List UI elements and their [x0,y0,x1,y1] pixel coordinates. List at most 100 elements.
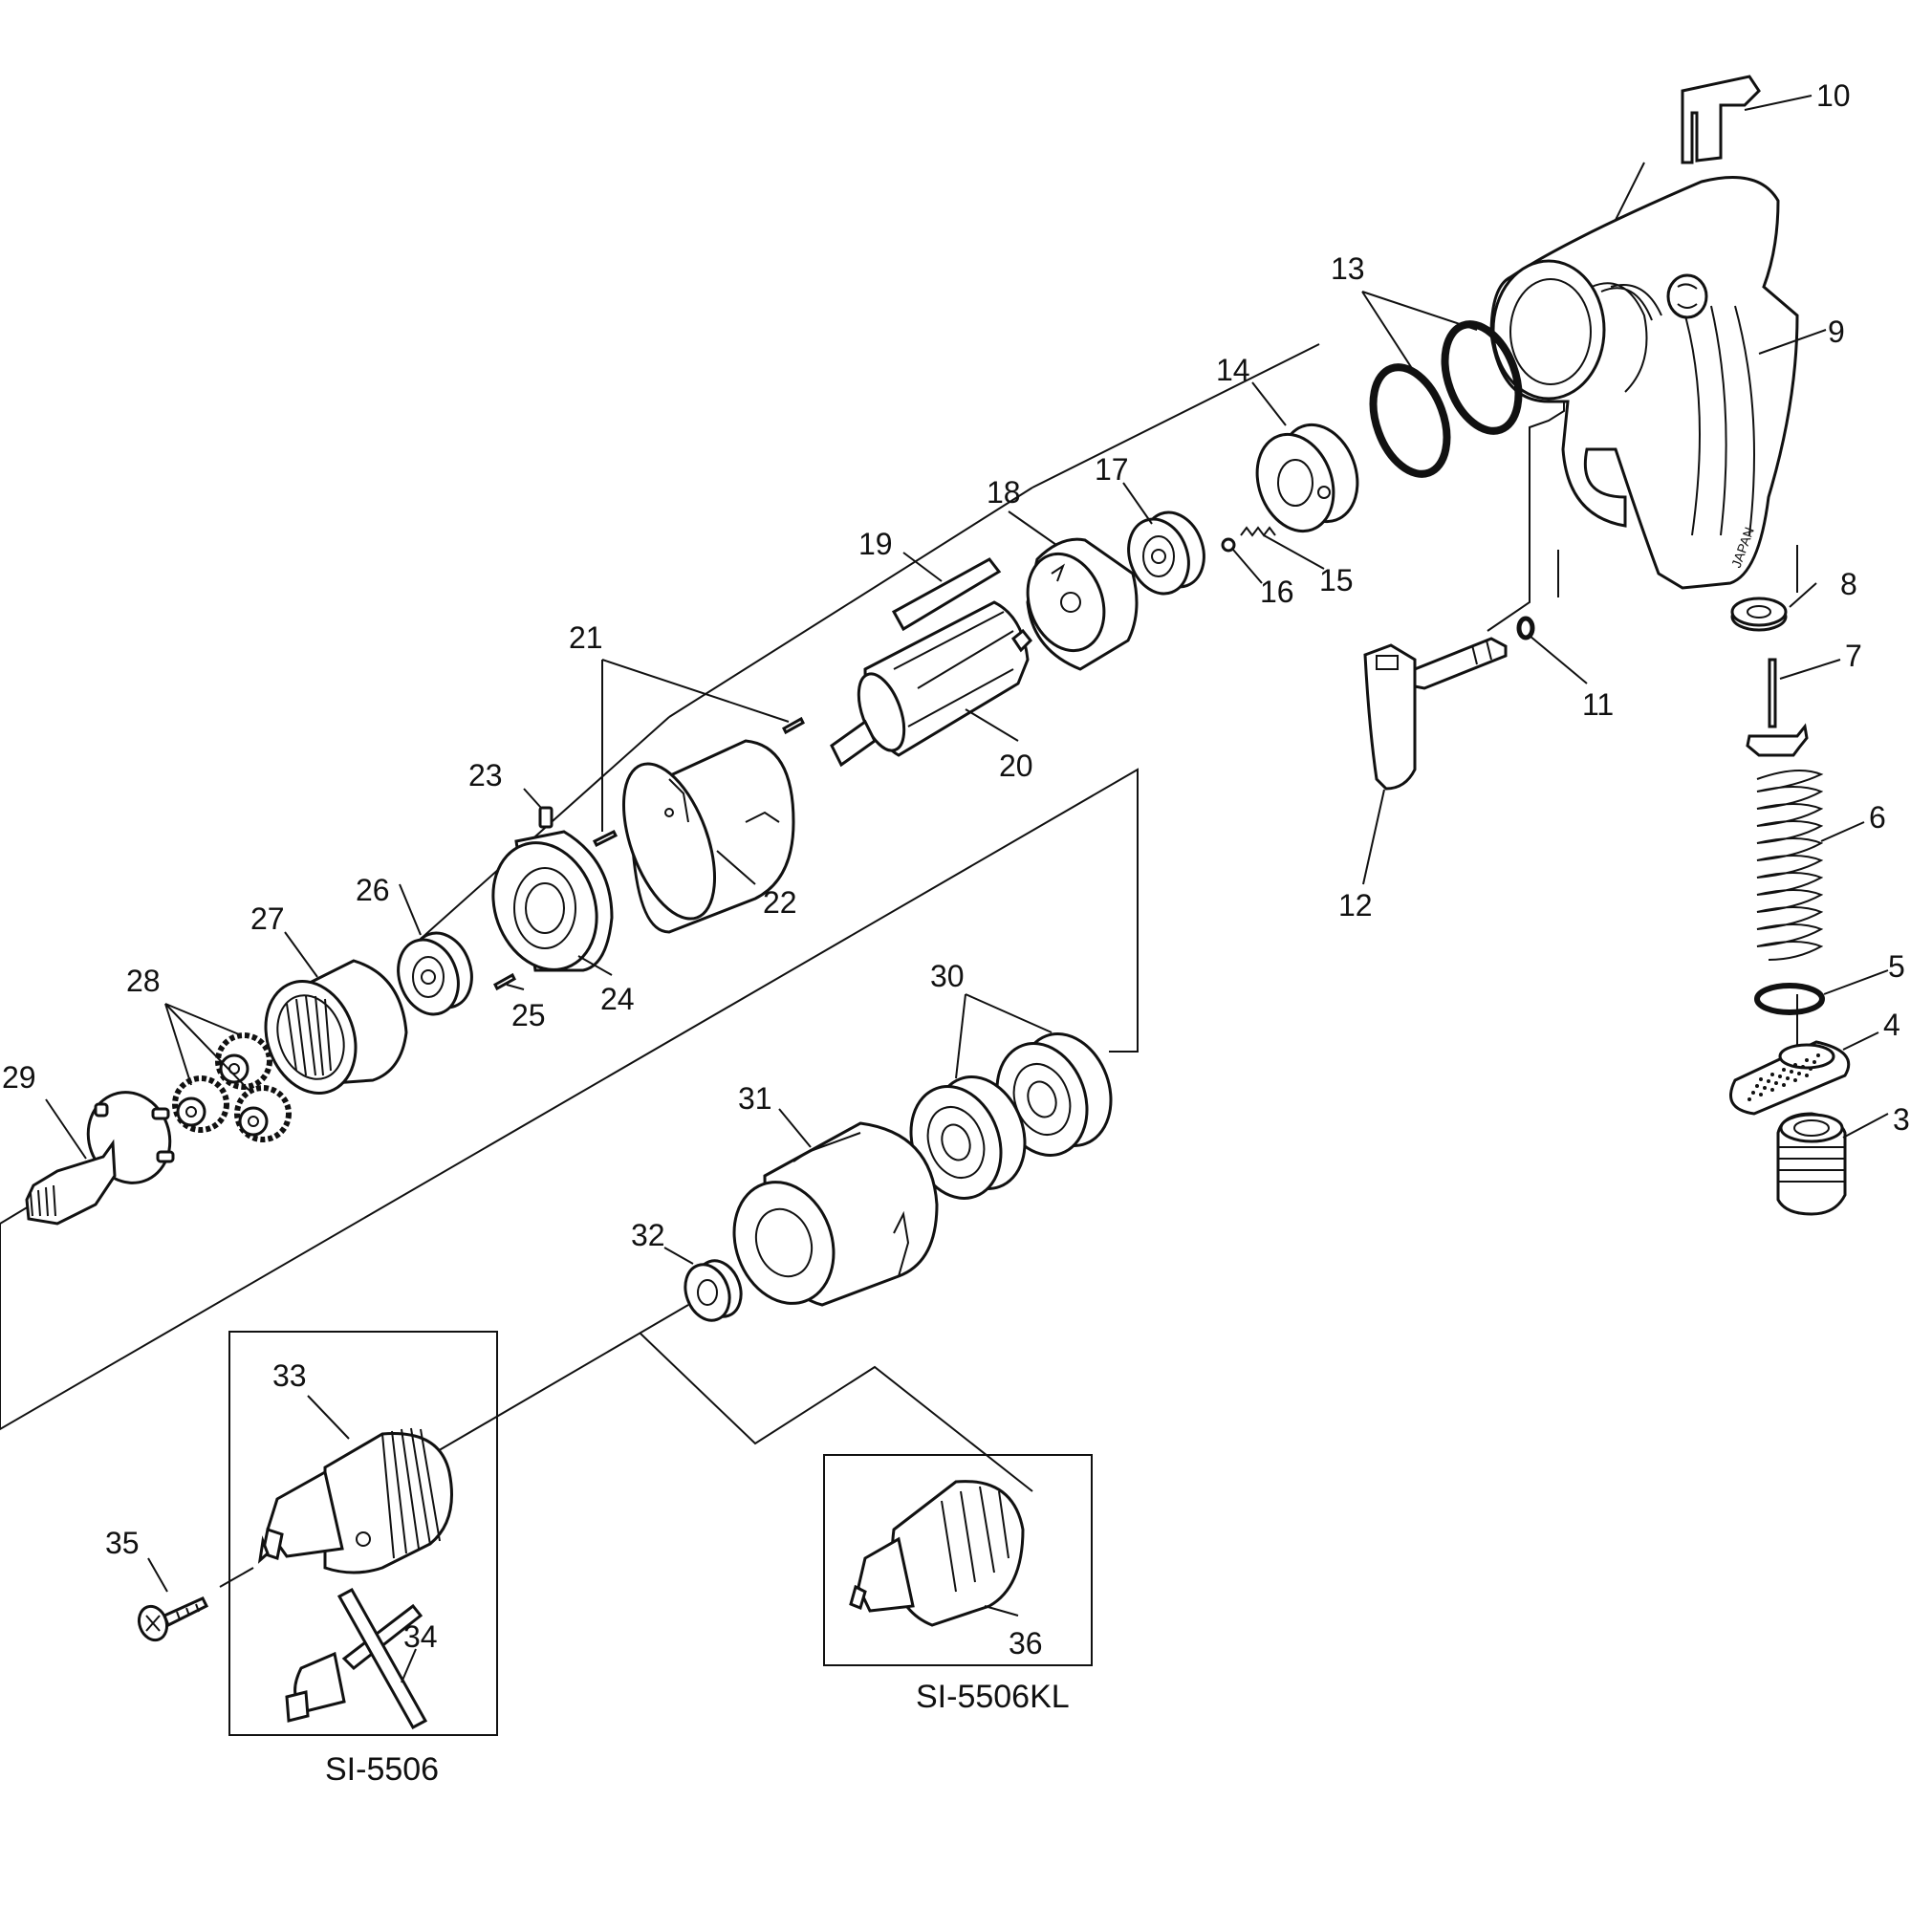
part-5-o-ring [1754,983,1825,1015]
filter-screen-hole [1813,1060,1816,1064]
filter-screen-hole [1755,1084,1759,1088]
filter-screen-hole [1786,1076,1790,1080]
part-32-washer [684,1259,743,1322]
part-11-o-ring [1516,616,1535,640]
part-25-pin [493,972,516,991]
filter-screen-hole [1751,1091,1755,1095]
label-part-33: 33 [272,1358,307,1393]
leader-lines [45,95,1889,1683]
label-part-13: 13 [1331,251,1365,286]
label-part-14: 14 [1216,353,1250,387]
part-28-planet-gears [172,1032,292,1142]
label-part-7: 7 [1845,639,1862,673]
filter-screen-hole [1782,1068,1786,1072]
part-34-chuck-key [285,1587,428,1730]
variant-box-keyless: SI-5506KL [823,1454,1093,1715]
label-part-15: 15 [1319,563,1354,597]
assembly-lines [0,162,1798,1588]
label-part-25: 25 [511,998,546,1032]
filter-screen-hole [1759,1093,1763,1096]
variant-box-keyed: SI-5506 [228,1331,498,1788]
axis-line-motor [1031,343,1320,488]
filter-screen-hole [1790,1070,1793,1074]
part-33-keyed-chuck [257,1427,453,1574]
filter-screen-hole [1759,1077,1763,1081]
part-9-housing: JAPAN [1489,176,1799,590]
part-10-hanger-hook [1681,75,1761,164]
label-part-28: 28 [126,964,161,998]
part-26-bearing [397,931,473,1016]
label-part-24: 24 [600,982,635,1016]
label-part-29: 29 [2,1060,36,1095]
si-logo-icon [1666,273,1708,319]
part-4-filter-screen [1729,1040,1851,1116]
part-14-rear-plate [1255,423,1359,533]
filter-screen-hole [1801,1065,1805,1069]
label-part-21: 21 [569,620,603,655]
filter-screen-hole [1793,1063,1797,1067]
filter-screen-hole [1797,1072,1801,1075]
label-part-19: 19 [858,527,893,561]
part-31-front-housing [732,1121,939,1307]
label-part-6: 6 [1869,800,1886,835]
bracket-line-bearing [0,768,1139,1431]
variant-caption-keyed: SI-5506 [325,1751,439,1788]
part-23-set-screw [538,806,554,829]
filter-screen-hole [1809,1067,1813,1071]
part-22-cylinder [621,739,795,934]
filter-screen-hole [1763,1086,1767,1090]
part-7-valve-stem [1746,658,1809,757]
part-30-bearings [909,1032,1113,1200]
part-12-trigger [1363,637,1508,791]
label-part-16: 16 [1260,575,1294,609]
label-part-10: 10 [1816,78,1851,113]
part-36-keyless-chuck [849,1480,1025,1627]
filter-screen-hole [1782,1083,1786,1087]
label-part-27: 27 [250,901,285,936]
part-20-rotor [830,600,1033,768]
part-18-front-plate [1026,537,1139,671]
label-part-4: 4 [1883,1008,1900,1042]
part-8-bushing [1730,597,1788,632]
filter-screen-hole [1816,1053,1820,1057]
label-part-23: 23 [468,758,503,792]
screw-axis-line [219,1567,254,1588]
label-part-36: 36 [1009,1626,1043,1661]
label-part-11: 11 [1582,687,1614,722]
label-part-18: 18 [987,475,1021,510]
filter-screen-hole [1778,1075,1782,1078]
label-part-12: 12 [1338,888,1373,923]
label-part-5: 5 [1888,949,1905,984]
part-35-screw [137,1596,209,1642]
label-part-9: 9 [1828,315,1845,349]
part-29-spindle-carrier [25,1091,175,1226]
label-part-35: 35 [105,1526,140,1560]
trigger-line [1487,375,1565,632]
filter-screen-hole [1767,1079,1770,1083]
label-part-30: 30 [930,959,965,993]
part-21-pins [592,716,805,848]
keyless-bracket-line [640,1333,1033,1492]
filter-screen-hole [1805,1058,1809,1062]
part-16-ball [1221,537,1236,553]
label-part-17: 17 [1095,452,1129,487]
part-6-spring [1756,770,1824,961]
part-24-ring-gear-case [491,830,614,972]
part-3-air-inlet [1776,1112,1847,1216]
label-part-26: 26 [356,873,390,907]
filter-screen-hole [1793,1078,1797,1082]
part-27-internal-gear [264,959,408,1095]
filter-screen-hole [1770,1073,1774,1076]
filter-screen-hole [1747,1097,1751,1101]
callout-labels: 10 9 8 7 6 5 4 3 11 12 13 14 15 16 17 18… [2,78,1910,1661]
label-part-20: 20 [999,749,1033,783]
variant-caption-keyless: SI-5506KL [916,1679,1070,1715]
label-part-22: 22 [763,885,797,920]
part-17-bearing [1127,510,1205,596]
chuck-axis-line [401,1304,689,1473]
label-part-34: 34 [403,1619,438,1654]
label-part-3: 3 [1893,1102,1910,1137]
filter-screen-hole [1770,1088,1774,1092]
